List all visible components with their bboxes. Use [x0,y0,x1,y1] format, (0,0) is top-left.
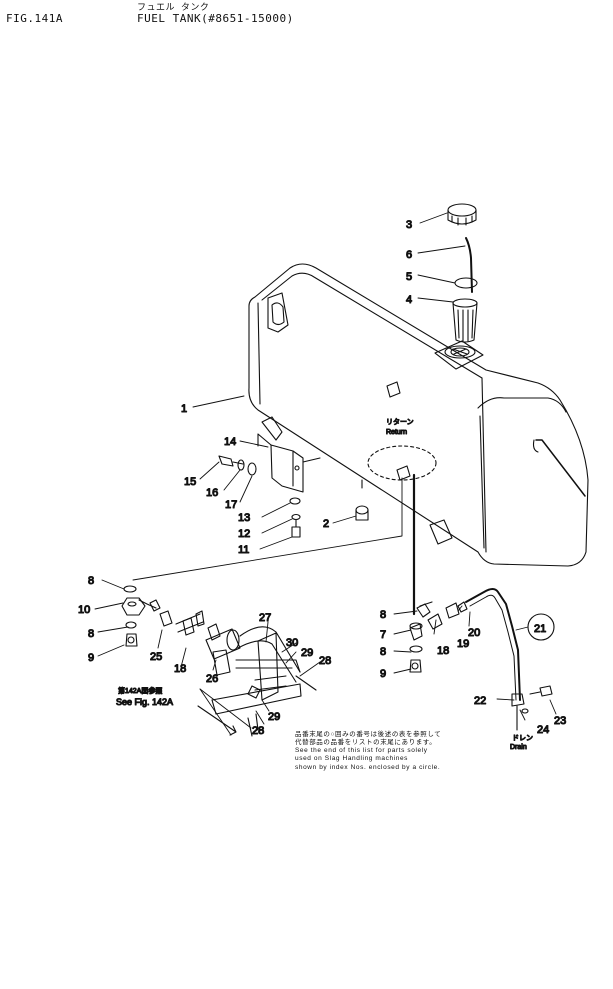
callout-26: 26 [206,673,218,685]
drain-pipe [465,588,553,731]
fuel-strainer [452,298,478,343]
callout-8-d: 8 [380,646,386,658]
callout-29-a: 29 [301,647,313,659]
tank-cap [447,203,477,226]
footnote-line-1: 品番末尾の○囲みの番号は後述の表を参照して [295,731,442,738]
footnote-line-2: 代替部品の品番をリストの末尾にあります。 [295,739,437,746]
leader-lines [94,212,557,736]
callout-28-a: 28 [319,655,331,667]
callout-3: 3 [406,219,412,231]
footnote-line-5: shown by index Nos. enclosed by a circle… [295,764,441,771]
callout-9-b: 9 [380,668,386,680]
see-fig-arrow [197,705,237,736]
callout-5: 5 [406,271,412,283]
drain-plug [355,479,369,521]
callout-9-a: 9 [88,652,94,664]
return-label: Return [386,429,407,436]
drain-label-jp: ドレン [512,735,533,742]
callout-8-c: 8 [380,609,386,621]
pipe-assembly-center [205,626,317,737]
tank-bracket [257,433,321,493]
figure-id: FIG.141A [6,12,63,25]
mount-hardware [218,455,301,538]
callout-8-a: 8 [88,575,94,587]
callout-23: 23 [554,715,566,727]
return-label-jp: リターン [386,417,414,426]
strap-chain [465,237,473,293]
callout-21: 21 [534,623,546,635]
callout-1: 1 [181,403,187,415]
callout-30: 30 [286,637,298,649]
callout-8-b: 8 [88,628,94,640]
see-fig-label-jp: 第142A図参照 [118,686,162,695]
see-fig-label: See Fig. 142A [116,697,173,707]
callout-28-b: 28 [252,725,264,737]
footnote-line-3: See the end of this list for parts solel… [295,747,428,754]
title-japanese: フュエル タンク [137,3,210,13]
callout-22: 22 [474,695,486,707]
callout-18-b: 18 [437,645,449,657]
callout-6: 6 [406,249,412,261]
callout-27: 27 [259,612,271,624]
callout-16: 16 [206,487,218,499]
callout-20: 20 [468,627,480,639]
outlet-zone [367,445,437,481]
callout-13: 13 [238,512,250,524]
callout-14: 14 [224,436,236,448]
callout-circle-21 [515,613,555,641]
drain-label: Drain [510,744,527,751]
callout-4: 4 [406,294,412,306]
callout-10: 10 [78,604,90,616]
fitting-group-right [409,601,468,673]
callout-15: 15 [184,476,196,488]
packing-ring [454,277,478,289]
callout-11: 11 [238,544,249,556]
fitting-group-left [121,585,221,647]
callout-29-b: 29 [268,711,280,723]
figure-title: FUEL TANK(#8651-15000) [137,12,294,25]
fuel-tank-body [248,263,589,567]
callout-25: 25 [150,651,162,663]
callout-7: 7 [380,629,386,641]
callout-18-a: 18 [174,663,186,675]
callout-19: 19 [457,638,469,650]
callout-24: 24 [537,724,549,736]
callout-17: 17 [225,499,237,511]
callout-2: 2 [323,518,329,530]
callout-12: 12 [238,528,250,540]
filler-neck [434,340,484,370]
footnote-line-4: used on Slag Handling machines [295,755,409,762]
